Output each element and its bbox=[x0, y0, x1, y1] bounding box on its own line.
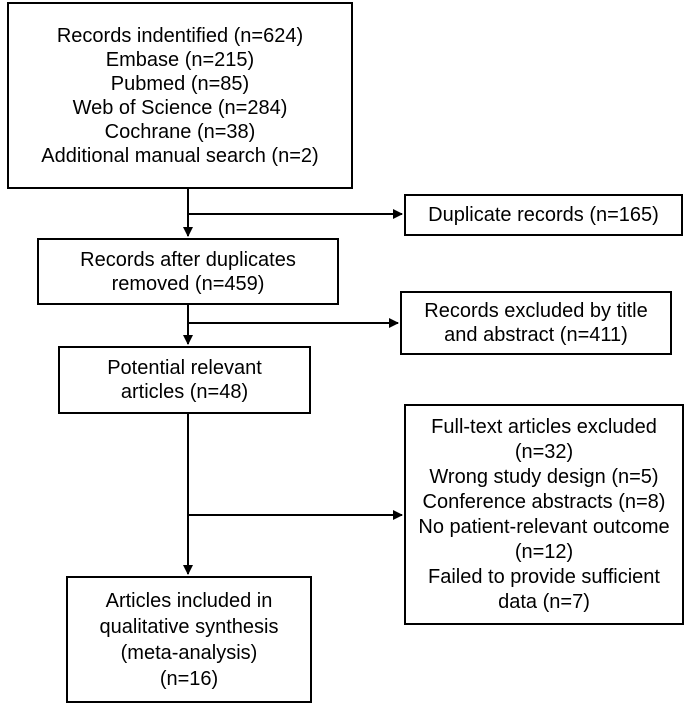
insufficient-data-line-1: Failed to provide sufficient bbox=[428, 565, 660, 588]
insufficient-data-line-2: data (n=7) bbox=[498, 590, 590, 613]
included-line-4: (n=16) bbox=[159, 667, 219, 690]
duplicate-records-box: Duplicate records (n=165) bbox=[404, 194, 683, 236]
excluded-title-abstract-box: Records excluded by title and abstract (… bbox=[400, 291, 672, 355]
excluded-title-line-1: Records excluded by title bbox=[424, 300, 648, 322]
records-identified-line: Records indentified (n=624) bbox=[56, 24, 304, 47]
after-duplicates-line-1: Records after duplicates bbox=[80, 248, 296, 271]
no-outcome-line-2: (n=12) bbox=[514, 540, 574, 563]
wrong-study-design-line: Wrong study design (n=5) bbox=[429, 465, 659, 488]
excluded-title-line-2: and abstract (n=411) bbox=[444, 324, 628, 346]
articles-included-box: Articles included in qualitative synthes… bbox=[66, 576, 312, 703]
manual-search-line: Additional manual search (n=2) bbox=[41, 144, 319, 167]
included-line-3: (meta-analysis) bbox=[120, 641, 258, 664]
cochrane-line: Cochrane (n=38) bbox=[104, 120, 256, 143]
web-of-science-line: Web of Science (n=284) bbox=[72, 96, 288, 119]
fulltext-excluded-line-2: (n=32) bbox=[514, 440, 574, 463]
embase-line: Embase (n=215) bbox=[105, 48, 255, 71]
included-line-2: qualitative synthesis bbox=[99, 615, 279, 638]
pubmed-line: Pubmed (n=85) bbox=[110, 72, 250, 95]
no-outcome-line-1: No patient-relevant outcome bbox=[418, 515, 670, 538]
duplicate-records-line: Duplicate records (n=165) bbox=[428, 204, 659, 226]
fulltext-excluded-box: Full-text articles excluded (n=32) Wrong… bbox=[404, 404, 684, 625]
potential-line-1: Potential relevant bbox=[107, 357, 262, 379]
conference-abstracts-line: Conference abstracts (n=8) bbox=[422, 490, 666, 513]
included-line-1: Articles included in bbox=[105, 589, 273, 612]
fulltext-excluded-line-1: Full-text articles excluded bbox=[431, 415, 657, 438]
after-duplicates-line-2: removed (n=459) bbox=[111, 272, 265, 295]
potential-articles-box: Potential relevant articles (n=48) bbox=[58, 346, 311, 414]
after-duplicates-box: Records after duplicates removed (n=459) bbox=[37, 238, 339, 305]
records-identified-box: Records indentified (n=624) Embase (n=21… bbox=[7, 2, 353, 189]
potential-line-2: articles (n=48) bbox=[120, 381, 249, 403]
